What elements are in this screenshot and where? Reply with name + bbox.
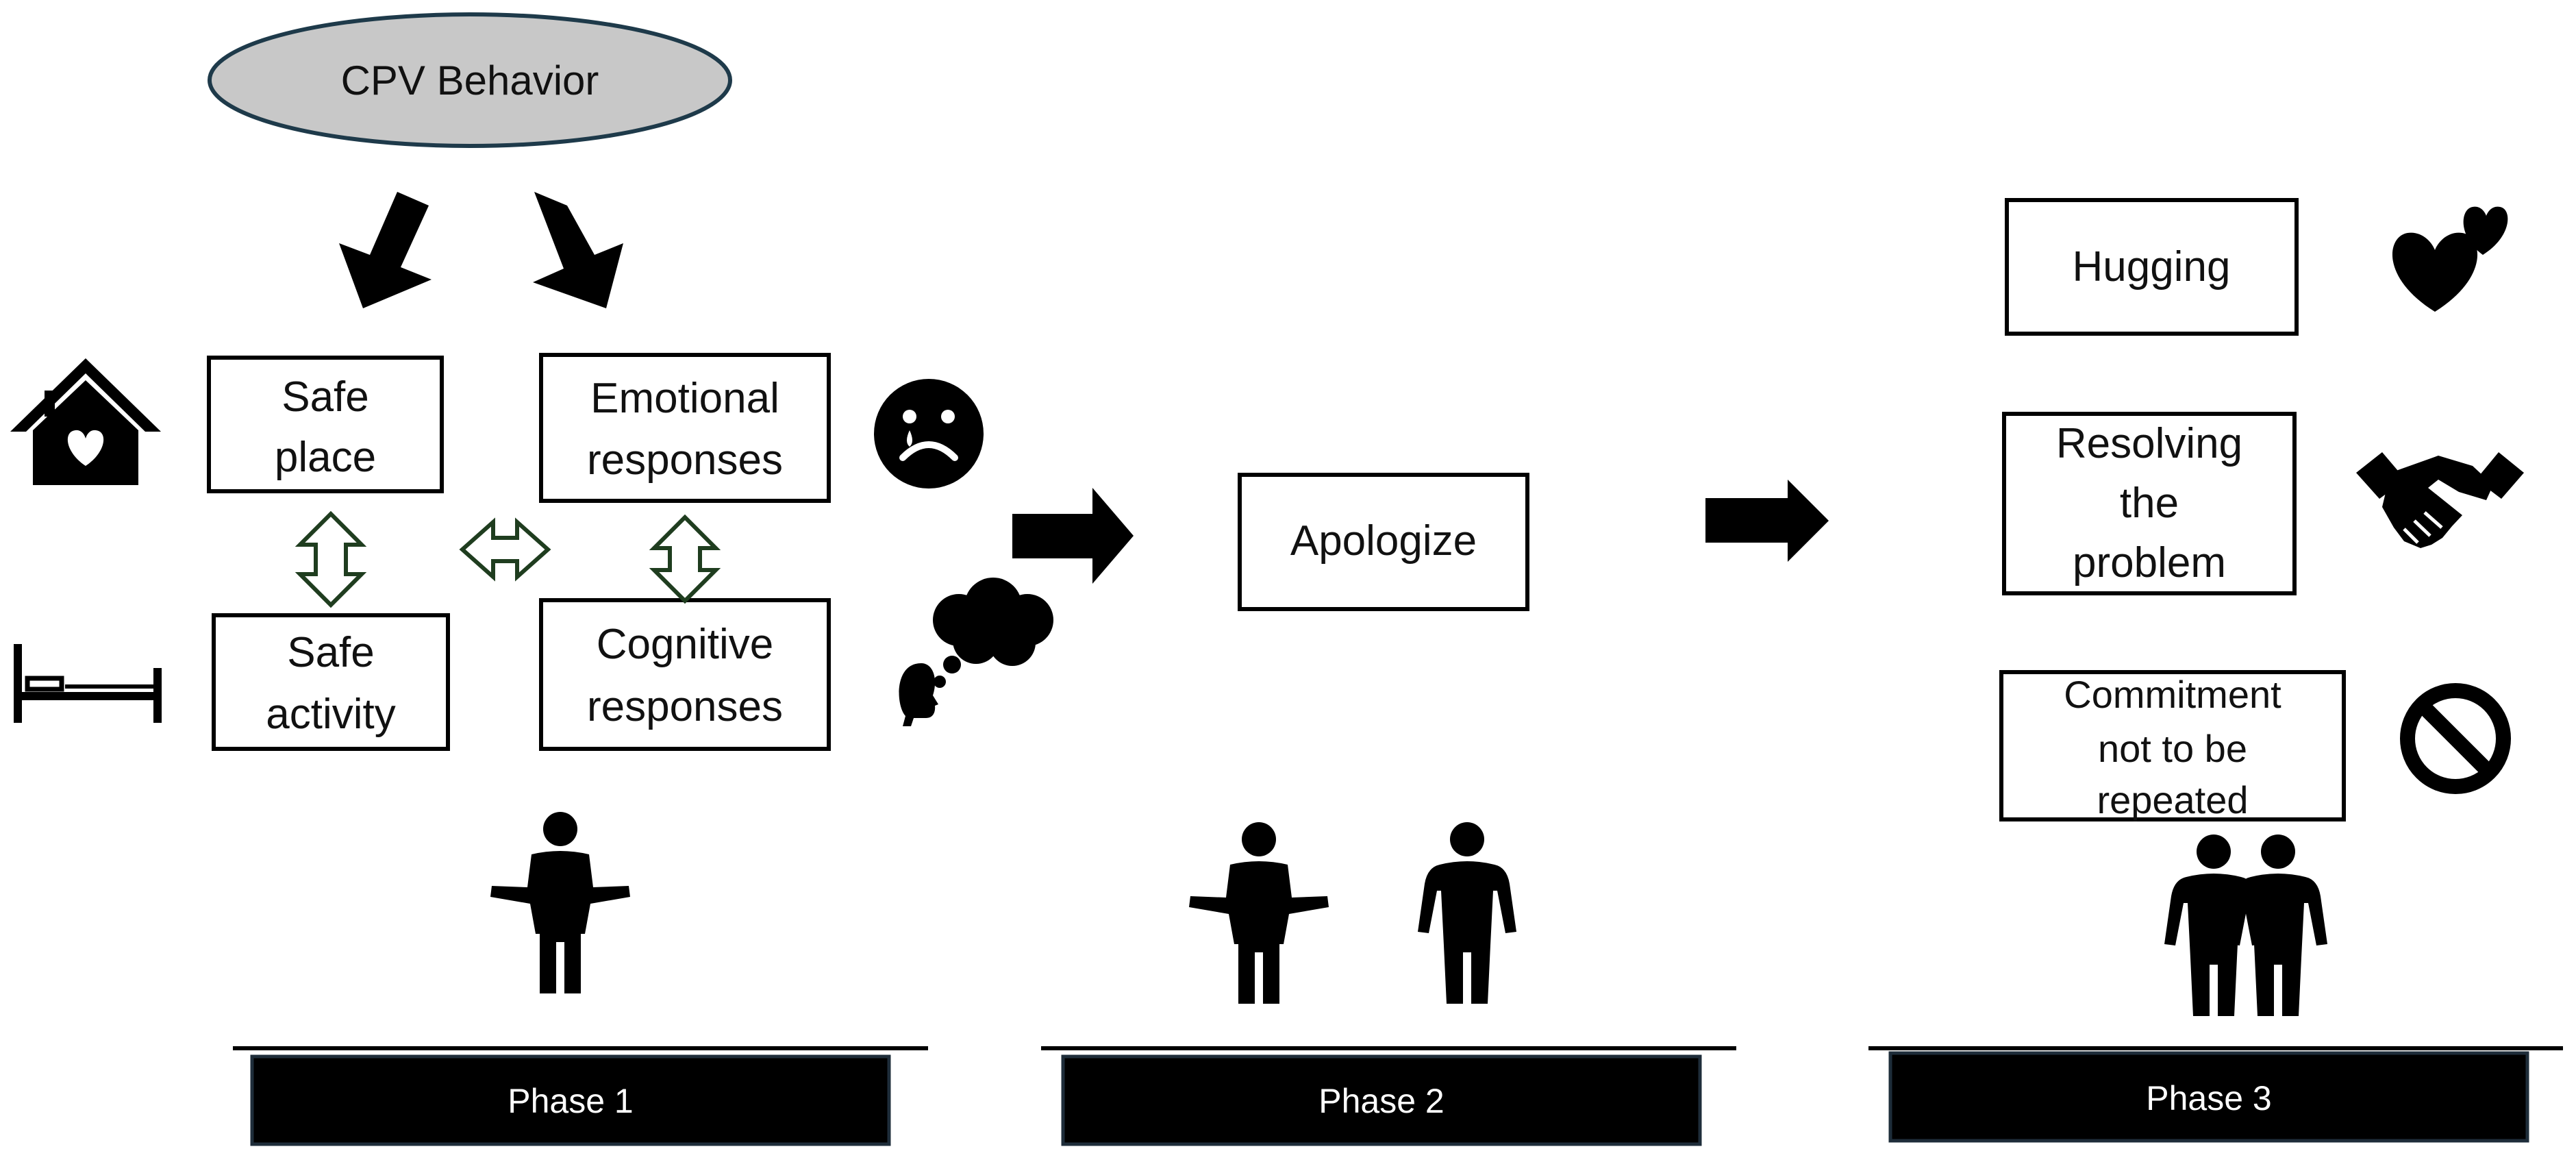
resolving-line-2: the [2120,480,2179,527]
sad-face-icon [874,379,984,489]
commitment-line-3: repeated [2097,778,2248,821]
phase1-label: Phase 1 [508,1082,633,1120]
phase3-group: Hugging Resolving the problem Commitment… [1868,198,2563,1143]
down-arrow-right-icon [533,192,623,308]
cpv-behavior-label: CPV Behavior [341,58,599,103]
thinking-head-icon [899,578,1053,726]
safe-activity-line-2: activity [266,691,395,738]
phase1-group: Safe place Emotional responses Safe acti… [10,353,1053,1146]
apologize-label: Apologize [1290,517,1477,565]
commitment-box: Commitment not to be repeated [1999,670,2346,821]
phase3-label: Phase 3 [2146,1079,2271,1117]
phase1-bar: Phase 1 [250,1054,891,1146]
two-people-holding-hands-icon [2164,835,2327,1016]
safe-place-line-2: place [275,434,376,481]
house-heart-icon [10,358,161,485]
resolving-line-3: problem [2073,539,2226,586]
hugging-box: Hugging [2005,198,2299,336]
commitment-line-1: Commitment [2064,673,2281,716]
standing-person-icon [1418,822,1516,1004]
handshake-icon [2356,452,2524,548]
phase2-group: Apologize Phase 2 [1041,473,1736,1146]
commitment-line-2: not to be [2098,727,2247,770]
phase2-bar: Phase 2 [1061,1054,1702,1146]
phase2-label: Phase 2 [1318,1082,1444,1120]
double-arrow-horizontal-icon [459,517,551,582]
double-arrow-vertical-left-icon [295,510,367,608]
hearts-icon [2392,206,2508,312]
emotional-responses-line-1: Emotional [590,375,779,422]
phase3-bar: Phase 3 [1888,1051,2529,1143]
bed-icon [14,644,162,723]
prohibited-icon [2400,683,2511,794]
apologize-box: Apologize [1238,473,1529,611]
hugging-label: Hugging [2073,243,2231,290]
safe-place-box: Safe place [207,356,444,493]
shrugging-person-icon [490,812,630,993]
right-arrow-phase2-to-3-icon [1705,480,1829,562]
cpv-behavior-node: CPV Behavior [208,12,732,148]
right-arrow-phase1-to-2-icon [1012,488,1134,584]
safe-activity-line-1: Safe [287,629,375,676]
shrugging-person-icon [1189,822,1329,1004]
cognitive-responses-line-1: Cognitive [597,621,773,668]
down-arrow-left-icon [339,192,432,308]
emotional-responses-box: Emotional responses [539,353,831,503]
resolving-line-1: Resolving [2056,420,2242,467]
cognitive-responses-box: Cognitive responses [539,598,831,751]
emotional-responses-line-2: responses [587,436,783,484]
resolving-the-problem-box: Resolving the problem [2002,412,2297,595]
double-arrow-vertical-right-icon [649,514,721,604]
safe-activity-box: Safe activity [212,613,450,751]
cognitive-responses-line-2: responses [587,683,783,730]
safe-place-line-1: Safe [282,373,369,421]
